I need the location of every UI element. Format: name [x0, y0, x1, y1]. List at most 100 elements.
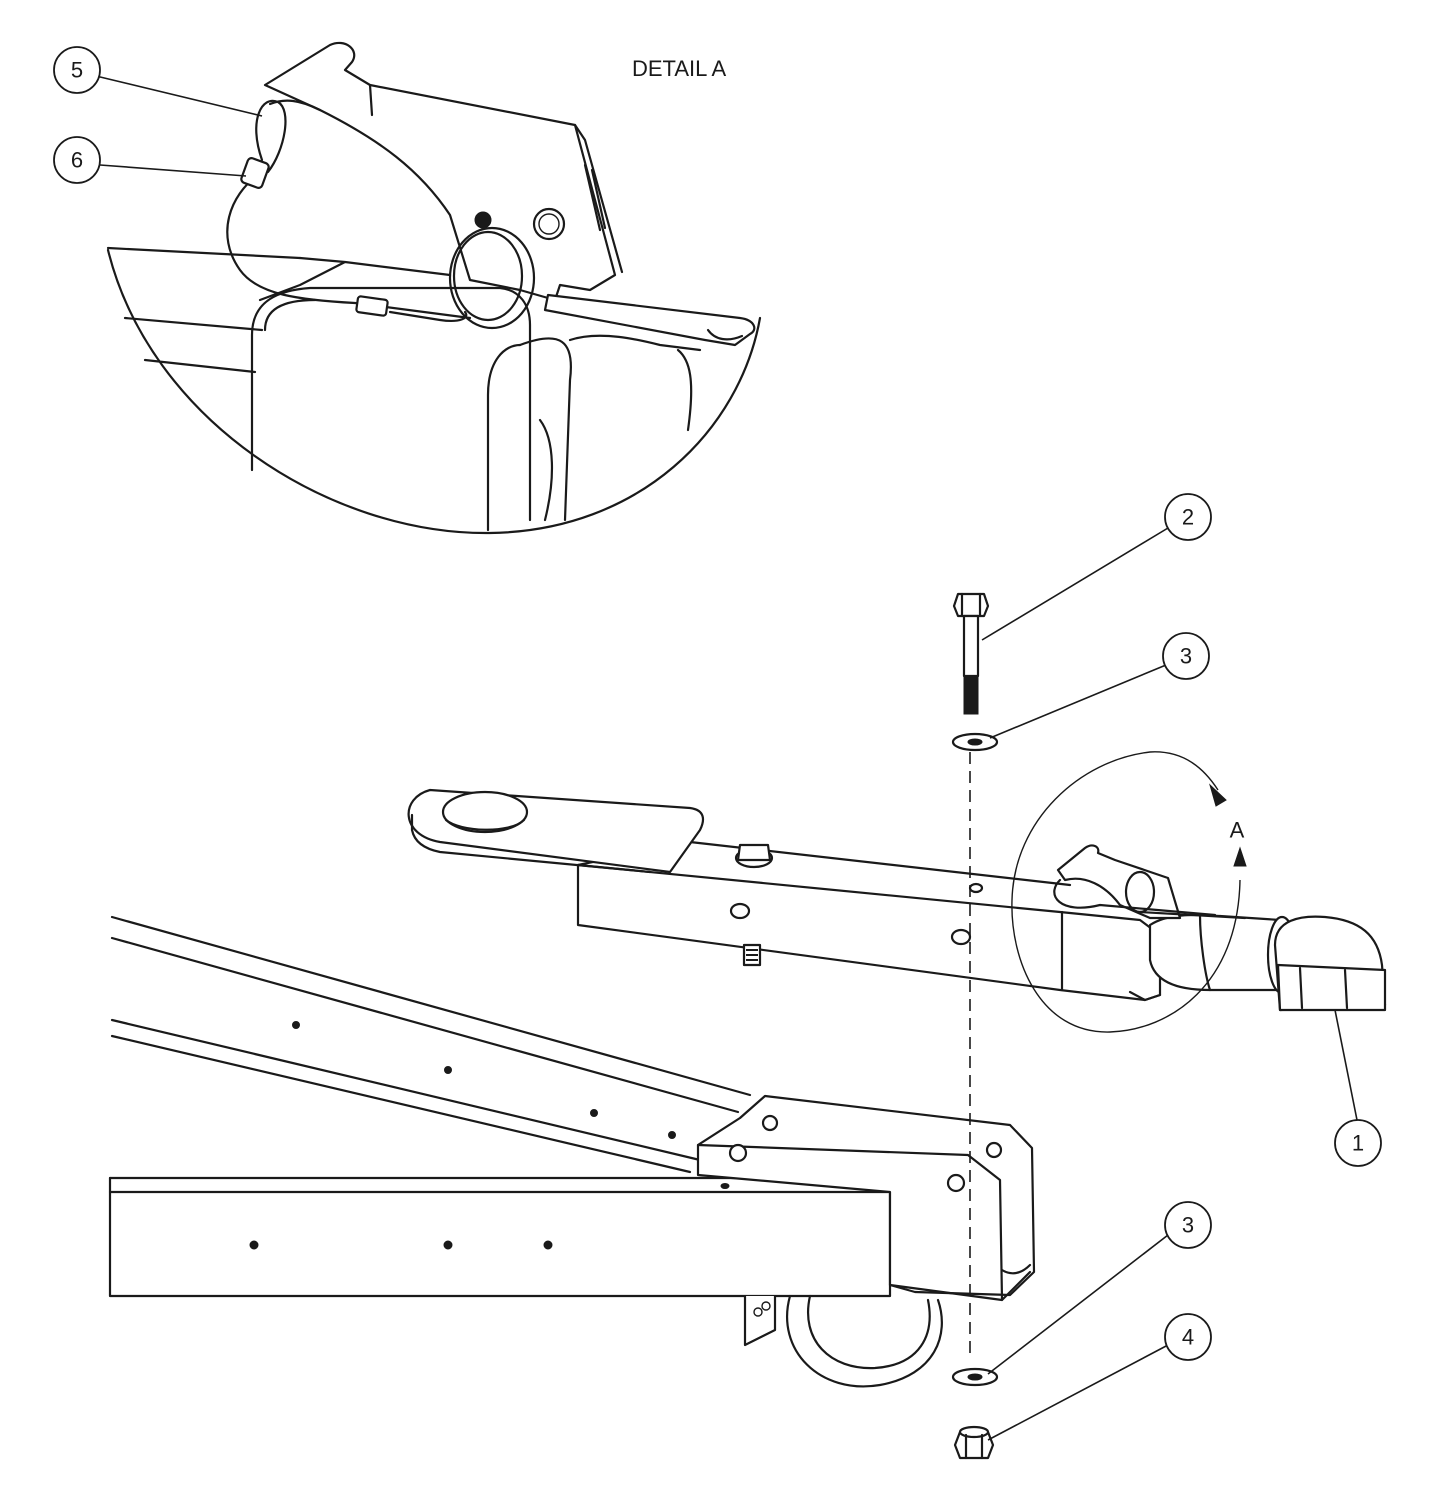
jack-mount-hole [753, 1307, 763, 1317]
drawbar-hole [729, 902, 751, 920]
drawbar-tube-underside [1128, 990, 1162, 1002]
callout-2-balloon [1164, 493, 1212, 541]
callout-3-upper-leader [989, 664, 1167, 739]
callout-2-label: 2 [1182, 505, 1194, 530]
detail-tube-block [250, 286, 532, 522]
callout-3-upper-balloon [1162, 632, 1210, 680]
detail-tube-top [258, 256, 452, 302]
detail-a-reference-circle [1011, 751, 1241, 1033]
drawbar-top-hole [968, 882, 984, 894]
latch-bracket-lip [268, 99, 322, 112]
channel-bracket-hole [985, 1141, 1003, 1159]
callout-5-label: 5 [71, 58, 83, 83]
pull-ring [448, 226, 536, 330]
detail-weld-bead [538, 418, 554, 522]
callout-1-leader [1334, 1009, 1358, 1121]
channel-bracket-hole [728, 1143, 748, 1163]
callout-5-balloon [53, 46, 101, 94]
frame-rail-top-edge [110, 915, 752, 1097]
hex-bolt-shank [962, 614, 980, 678]
channel-bracket-bottom [888, 1270, 1032, 1302]
callout-1-label: 1 [1352, 1131, 1364, 1156]
frame-rail-hole [292, 1021, 300, 1029]
detail-arrow-head [1233, 846, 1247, 867]
frame-rail-top-inner [110, 936, 740, 1114]
detail-title: DETAIL A [632, 56, 726, 81]
main-assembly-view: A [108, 592, 1387, 1460]
drawbar-hole [950, 928, 972, 946]
jack-collar-outer [786, 1294, 943, 1388]
callout-4-label: 4 [1182, 1325, 1194, 1350]
coupler-lanyard [1053, 878, 1217, 917]
lanyard-sleeve [355, 295, 389, 317]
jack-mount-hole [761, 1301, 771, 1311]
channel-bracket-front-face [696, 1143, 1004, 1302]
frame-rail-bottom-edge [110, 1034, 692, 1174]
latch-bracket-slot [583, 163, 607, 232]
detail-a-view: DETAIL A [106, 41, 762, 535]
detail-tube-inner-edge [263, 298, 317, 332]
hitch-eye-plate-thickness [410, 813, 652, 874]
detail-boundary-arc [106, 248, 762, 535]
cross-rail-hole [543, 1240, 553, 1250]
detail-coupler-shoulder [568, 334, 702, 352]
cross-rail-hole [443, 1240, 453, 1250]
cross-rail-body [108, 1176, 892, 1298]
callout-balloons: 5 6 2 3 1 3 4 [53, 46, 1382, 1441]
channel-bracket-hole [946, 1173, 966, 1193]
frame-rail-hole [668, 1131, 676, 1139]
pull-ring-eyelet [474, 211, 492, 229]
callout-1-balloon [1334, 1119, 1382, 1167]
detail-marker-letter: A [1230, 818, 1245, 843]
hex-bolt-head-flats [960, 592, 982, 618]
hitch-eye-hole [441, 790, 529, 834]
pull-ring-inner [452, 230, 524, 322]
latch-bracket-hole-inner [538, 213, 560, 235]
detail-coupler-end [676, 348, 693, 432]
detail-rail-mid-edge [123, 316, 264, 332]
cross-rail-hole [720, 1183, 730, 1189]
callout-6-leader [99, 164, 247, 177]
callout-3-upper-label: 3 [1180, 644, 1192, 669]
jack-mount-tab [743, 1296, 777, 1347]
plate-bolt-head [736, 843, 772, 862]
coupler-latch-bracket [1056, 844, 1182, 920]
callout-5-leader [95, 75, 263, 117]
latch-bracket-fold [368, 83, 374, 117]
jack-collar-inner [807, 1294, 931, 1370]
drawbar-bolt-thread [746, 949, 758, 961]
callout-2-leader [981, 527, 1169, 641]
frame-rail-hole [590, 1109, 598, 1117]
coupler-latch-rod [1138, 910, 1247, 920]
latch-bracket-plate [263, 41, 617, 302]
callout-4-balloon [1164, 1313, 1212, 1361]
coupler-cap-ridges [1298, 966, 1349, 1010]
detail-coupler-neck [518, 337, 572, 522]
detail-rail-top-edge [106, 246, 302, 260]
callout-4-leader [987, 1344, 1169, 1441]
detail-rail-lower-edge [143, 358, 257, 374]
channel-bracket-lip [1000, 1263, 1032, 1275]
hex-bolt-head [952, 592, 990, 618]
latch-bracket-edge [573, 123, 624, 274]
callout-3-lower-label: 3 [1182, 1213, 1194, 1238]
coupler-body-seam [1198, 913, 1212, 992]
frame-rail-lower-edge [110, 1018, 702, 1162]
callout-3-lower-balloon [1164, 1201, 1212, 1249]
coupler-cap [1276, 963, 1387, 1012]
channel-bracket-hole [761, 1114, 779, 1132]
lanyard-end-loop [388, 310, 468, 322]
callout-6-balloon [53, 136, 101, 184]
coupler-channel-bracket [696, 1094, 1036, 1297]
latch-rod-tip [706, 328, 744, 341]
lanyard-snap-hook [255, 99, 287, 174]
lanyard-ferrule [240, 157, 270, 189]
callout-6-label: 6 [71, 148, 83, 173]
hitch-eye-hole-wall [444, 818, 526, 831]
frame-rail-hole [444, 1066, 452, 1074]
lock-nut-top [958, 1425, 990, 1439]
upper-flat-washer-hole [967, 738, 983, 746]
cross-rail-hole [249, 1240, 259, 1250]
